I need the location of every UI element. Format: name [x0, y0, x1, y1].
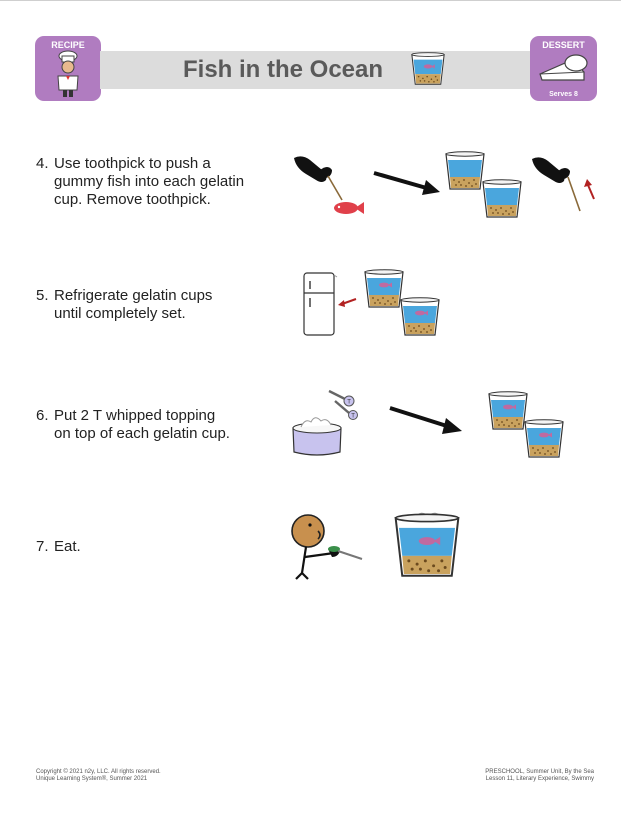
arrow-icon [338, 298, 357, 307]
gelatin-cup-icon [411, 52, 445, 85]
hand-toothpick-icon [532, 157, 595, 212]
step-number: 5. [36, 287, 49, 304]
lesson-text: Lesson 11, Literary Experience, Swimmy [485, 776, 594, 782]
gelatin-cup-icon [524, 419, 564, 458]
top-rule [0, 0, 621, 1]
svg-text:T: T [347, 400, 351, 406]
dessert-badge: DESSERT Serves 8 [530, 36, 597, 101]
copyright-footer: Copyright © 2021 n2y, LLC. All rights re… [36, 769, 161, 783]
step-text: Use toothpick to push a [54, 155, 211, 172]
step-number: 7. [36, 538, 49, 555]
step-text: cup. Remove toothpick. [54, 191, 211, 208]
arrow-icon [373, 171, 440, 195]
step-number: 4. [36, 155, 49, 172]
gelatin-cup-icon [445, 151, 485, 190]
gummy-fish-icon [334, 202, 364, 214]
gelatin-cup-icon [488, 391, 528, 430]
whipped-topping-bowl-icon [292, 417, 342, 456]
pie-slice-icon [539, 54, 588, 81]
step-text: until completely set. [54, 305, 186, 322]
serves-count: Serves 8 [549, 91, 578, 98]
dessert-badge-label: DESSERT [542, 40, 585, 50]
step-5: 5. Refrigerate gelatin cups until complet… [36, 287, 212, 323]
step-number: 6. [36, 407, 49, 424]
svg-text:T: T [351, 413, 355, 419]
recipe-badge: RECIPE [35, 36, 101, 101]
step-4: 4. Use toothpick to push a gummy fish int… [36, 155, 244, 209]
chef-icon [57, 50, 79, 97]
step-6: 6. Put 2 T whipped topping on top of each… [36, 407, 230, 443]
eating-person-icon [291, 514, 363, 580]
step-text: Eat. [54, 538, 81, 555]
lesson-footer: PRESCHOOL, Summer Unit, By the Sea Lesso… [485, 769, 594, 783]
program-text: Unique Learning System®, Summer 2021 [36, 776, 148, 782]
arrow-icon [389, 406, 462, 434]
step-7: 7. Eat. [36, 538, 81, 556]
step-text: Put 2 T whipped topping [54, 407, 216, 424]
copyright-text: Copyright © 2021 n2y, LLC. All rights re… [36, 769, 161, 775]
step-text: gummy fish into each gelatin [54, 173, 245, 190]
step-text: Refrigerate gelatin cups [54, 287, 213, 304]
recipe-badge-label: RECIPE [51, 40, 85, 50]
measuring-spoons-icon: T T [328, 389, 358, 420]
gelatin-cup-icon [400, 297, 440, 336]
page-title: Fish in the Ocean [183, 56, 384, 83]
title-band [100, 51, 531, 89]
refrigerator-icon [303, 272, 338, 336]
step-text: on top of each gelatin cup. [54, 425, 230, 442]
gelatin-cup-icon [482, 179, 522, 218]
gelatin-cup-icon [364, 269, 404, 308]
unit-text: PRESCHOOL, Summer Unit, By the Sea [485, 769, 594, 775]
gelatin-cup-icon [394, 512, 460, 577]
hand-toothpick-icon [294, 156, 343, 201]
